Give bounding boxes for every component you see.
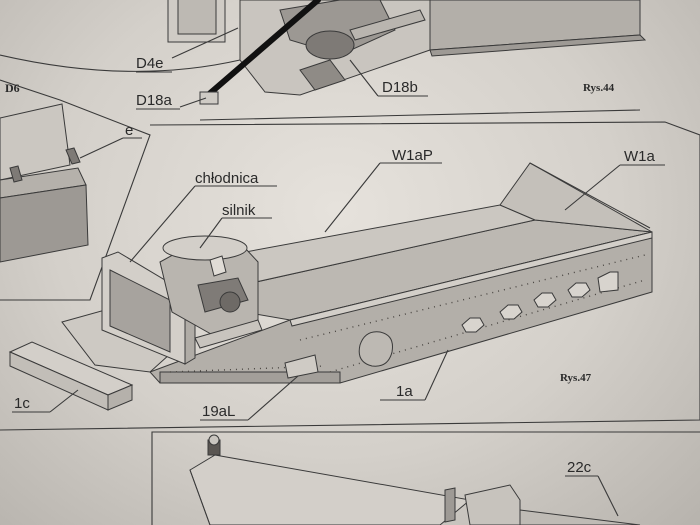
beam-peg-top xyxy=(208,434,220,446)
leader-1a xyxy=(424,349,449,401)
part-1c-face xyxy=(9,351,109,411)
bottom-frame xyxy=(151,431,700,525)
leader-d18a xyxy=(179,97,207,108)
label-22c: 22c xyxy=(567,459,592,476)
label-d4e: D4e xyxy=(136,55,164,72)
rys47-assembly xyxy=(0,121,700,431)
radiator-core xyxy=(109,269,171,353)
base-plate xyxy=(61,309,181,373)
long-beam-edge xyxy=(189,469,211,525)
figure-caption-rys44: Rys.44 xyxy=(583,82,615,94)
label-e: e xyxy=(125,122,133,139)
label-d18b: D18b xyxy=(382,79,418,96)
beam-end xyxy=(519,509,641,525)
leader-w1ap xyxy=(324,162,381,233)
leader-chlodnica xyxy=(129,185,196,263)
hull-lip xyxy=(429,34,647,57)
engine-top xyxy=(162,235,248,261)
gun-barrel xyxy=(205,0,321,98)
long-beam xyxy=(189,454,472,525)
beam-block xyxy=(464,484,521,525)
figure-caption-rys47: Rys.47 xyxy=(560,372,592,384)
label-d18a: D18a xyxy=(136,92,173,109)
bracket-19al xyxy=(284,354,319,379)
end-wall-edge xyxy=(529,162,651,229)
label-chlodnica: chłodnica xyxy=(195,170,259,187)
label-1a: 1a xyxy=(396,383,413,400)
label-silnik: silnik xyxy=(222,202,256,219)
leader-19al xyxy=(247,375,299,421)
leader-w1a xyxy=(564,164,621,211)
access-plate xyxy=(358,331,393,367)
leader-22c xyxy=(597,475,619,517)
leader-1c xyxy=(49,389,79,413)
next-figure-partial xyxy=(151,431,700,525)
frame-line-middle xyxy=(199,109,641,121)
rear-hatch xyxy=(597,271,619,293)
rys44-assembly xyxy=(0,0,647,121)
hex-port-4 xyxy=(567,282,591,298)
label-w1ap: W1aP xyxy=(392,147,433,164)
hull-side-bottom xyxy=(159,371,341,384)
hex-port-2 xyxy=(499,304,523,320)
top-left-block-face xyxy=(177,0,217,35)
hex-port-1 xyxy=(461,317,485,333)
rys47-frame xyxy=(0,121,700,431)
label-19al: 19aL xyxy=(202,403,235,420)
label-d6: D6 xyxy=(5,81,20,95)
d6-tab-right xyxy=(65,147,81,165)
label-1c: 1c xyxy=(14,395,30,412)
frame-line-left xyxy=(0,54,241,72)
breech-cylinder xyxy=(305,30,355,60)
breech-tray xyxy=(349,9,426,41)
beam-post xyxy=(444,487,456,523)
label-w1a: W1a xyxy=(624,148,656,165)
d6-tab-left xyxy=(9,165,23,183)
hex-port-3 xyxy=(533,292,557,308)
gun-mount xyxy=(299,59,346,91)
leader-d4e xyxy=(171,27,239,59)
engine-pulley xyxy=(219,291,241,313)
d6-detail xyxy=(0,79,151,301)
d6-frame xyxy=(0,79,151,301)
barrel-end xyxy=(199,91,219,105)
leader-d18b xyxy=(349,59,379,97)
engine-bracket xyxy=(209,255,227,277)
hull-rim xyxy=(289,231,653,327)
d6-panel-side xyxy=(0,184,89,263)
d6-panel-top xyxy=(0,103,71,181)
leader-silnik xyxy=(199,217,223,249)
engine-mount xyxy=(194,319,263,349)
leader-e xyxy=(79,137,124,159)
